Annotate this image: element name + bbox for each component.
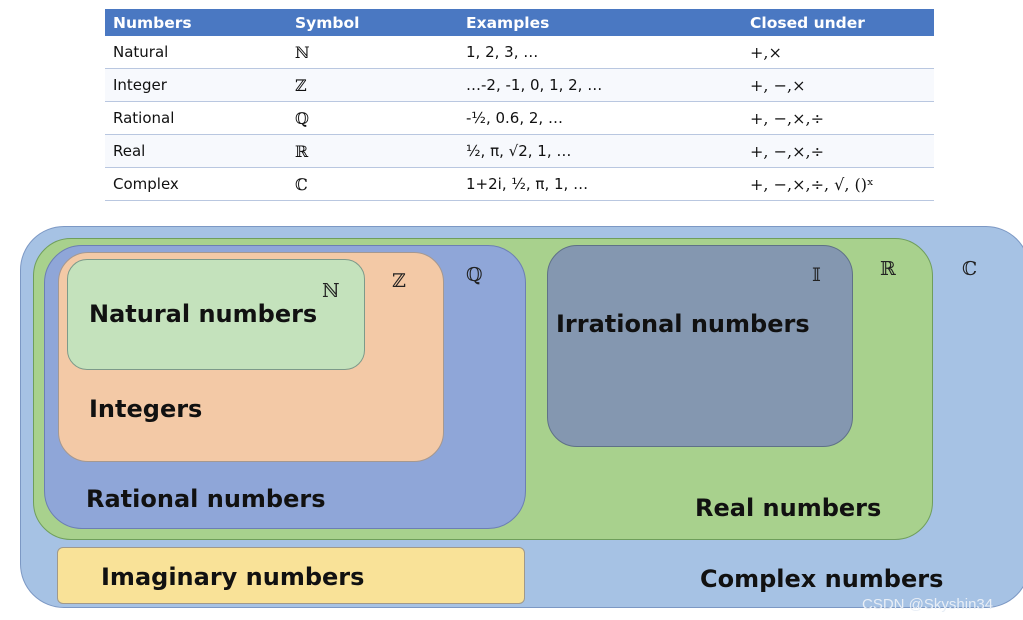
complex-symbol: ℂ xyxy=(962,258,978,280)
complex-numbers-label: Complex numbers xyxy=(700,565,944,593)
table-row: Natural ℕ 1, 2, 3, … +,× xyxy=(105,36,934,69)
table-row: Complex ℂ 1+2i, ½, π, 1, … +, −,×,÷, √, … xyxy=(105,167,934,201)
natural-numbers-label: Natural numbers xyxy=(89,300,318,328)
row-closed-under: +, −,×,÷ xyxy=(742,101,934,135)
rational-numbers-label: Rational numbers xyxy=(86,485,326,513)
real-symbol: ℝ xyxy=(880,258,896,280)
header-numbers: Numbers xyxy=(105,9,287,36)
integers-label: Integers xyxy=(89,395,203,423)
table-header-row: Numbers Symbol Examples Closed under xyxy=(105,9,934,36)
header-closed-under: Closed under xyxy=(742,9,934,36)
row-name: Natural xyxy=(105,36,287,69)
table-row: Integer ℤ …-2, -1, 0, 1, 2, … +, −,× xyxy=(105,68,934,102)
watermark: CSDN @Skyshin34 xyxy=(862,596,994,613)
imaginary-numbers-label: Imaginary numbers xyxy=(101,563,365,591)
table-row: Rational ℚ -½, 0.6, 2, … +, −,×,÷ xyxy=(105,101,934,135)
row-name: Complex xyxy=(105,167,287,201)
row-examples: -½, 0.6, 2, … xyxy=(458,101,742,135)
imaginary-numbers-region xyxy=(57,547,525,604)
row-name: Integer xyxy=(105,68,287,102)
row-name: Real xyxy=(105,134,287,168)
integers-symbol: ℤ xyxy=(392,270,406,292)
row-closed-under: +, −,× xyxy=(742,68,934,102)
row-symbol: ℚ xyxy=(287,101,458,135)
row-closed-under: +, −,×,÷, √, ()ˣ xyxy=(742,167,934,201)
irrational-symbol: 𝕀 xyxy=(812,264,821,286)
header-examples: Examples xyxy=(458,9,742,36)
row-closed-under: +, −,×,÷ xyxy=(742,134,934,168)
row-symbol: ℝ xyxy=(287,134,458,168)
header-symbol: Symbol xyxy=(287,9,458,36)
row-examples: ½, π, √2, 1, … xyxy=(458,134,742,168)
row-symbol: ℤ xyxy=(287,68,458,102)
table-row: Real ℝ ½, π, √2, 1, … +, −,×,÷ xyxy=(105,134,934,168)
rational-symbol: ℚ xyxy=(466,264,483,286)
natural-numbers-region xyxy=(67,259,365,370)
irrational-numbers-region xyxy=(547,245,853,447)
row-symbol: ℕ xyxy=(287,36,458,69)
row-symbol: ℂ xyxy=(287,167,458,201)
number-systems-table: Numbers Symbol Examples Closed under Nat… xyxy=(105,9,934,201)
natural-symbol: ℕ xyxy=(322,280,340,302)
row-name: Rational xyxy=(105,101,287,135)
real-numbers-label: Real numbers xyxy=(695,494,882,522)
row-examples: 1, 2, 3, … xyxy=(458,36,742,69)
row-examples: …-2, -1, 0, 1, 2, … xyxy=(458,68,742,102)
row-closed-under: +,× xyxy=(742,36,934,69)
irrational-numbers-label: Irrational numbers xyxy=(556,310,810,338)
row-examples: 1+2i, ½, π, 1, … xyxy=(458,167,742,201)
